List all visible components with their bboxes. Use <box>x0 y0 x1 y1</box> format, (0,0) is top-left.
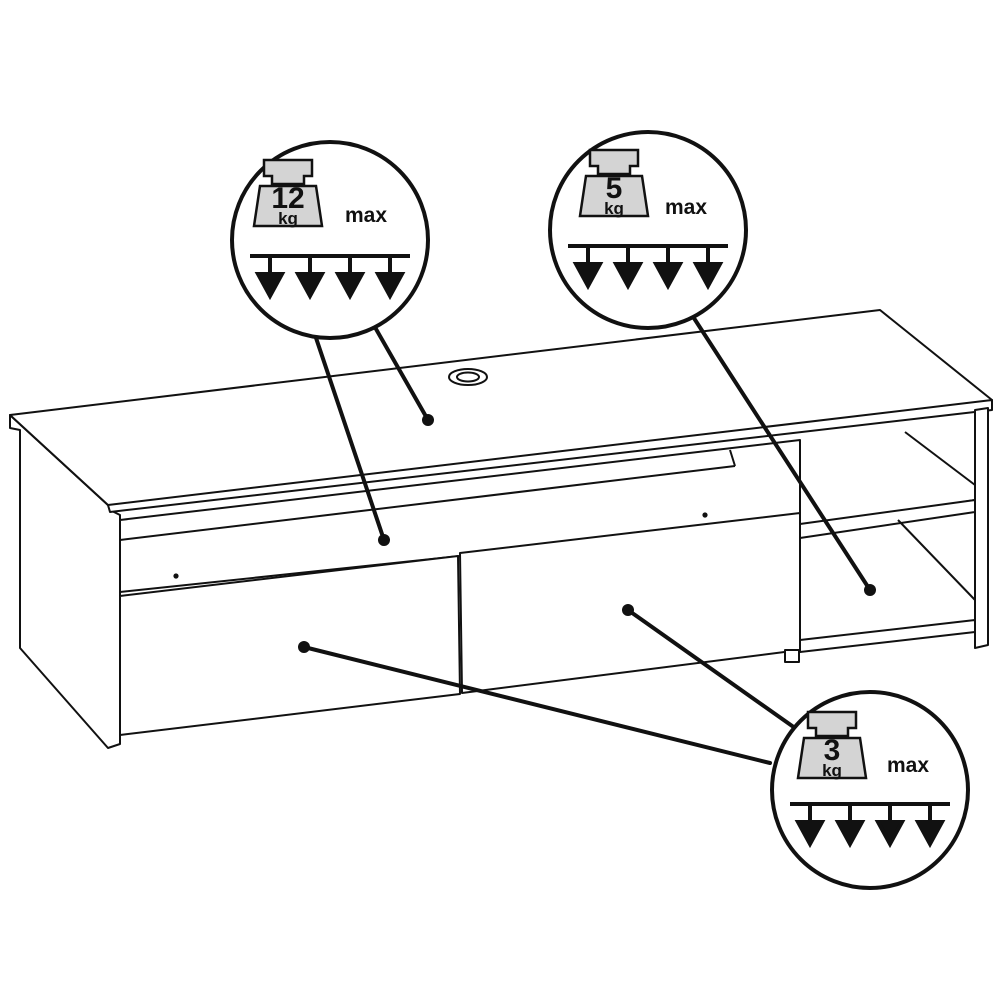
arrow-down-icon <box>874 804 906 849</box>
callout-circle <box>770 690 970 890</box>
upper-shelf-back <box>119 465 736 541</box>
anchor-dot <box>298 641 310 653</box>
max-label: max <box>665 196 707 219</box>
top-surface <box>9 309 993 506</box>
arrow-down-icon <box>652 246 684 291</box>
screw-hole <box>173 573 179 579</box>
upper-shelf-corner <box>729 449 736 467</box>
max-label: max <box>345 204 387 227</box>
leader-left-drawer <box>302 645 772 765</box>
arrow-down-icon <box>294 256 326 301</box>
arrow-down-icon <box>834 804 866 849</box>
arrow-down-icon <box>572 246 604 291</box>
arrow-down-icon <box>334 256 366 301</box>
weight-unit: kg <box>604 199 624 218</box>
load-arrows <box>568 244 728 291</box>
tv-unit <box>9 309 993 749</box>
arrow-down-icon <box>794 804 826 849</box>
leader-top-shelf <box>310 324 386 542</box>
arrow-down-icon <box>692 246 724 291</box>
leader-lines <box>302 310 872 765</box>
arrow-down-icon <box>914 804 946 849</box>
cable-grommet-inner <box>456 371 480 383</box>
callout-shelf: 5 kg max <box>548 130 748 330</box>
callout-circle <box>548 130 748 330</box>
max-label: max <box>887 754 929 777</box>
leader-right-drawer <box>626 608 797 730</box>
load-arrows <box>250 254 410 301</box>
arrow-down-icon <box>374 256 406 301</box>
anchor-dot <box>864 584 876 596</box>
weight-value: 12 <box>271 182 304 215</box>
compartment-inner-edge <box>904 431 976 486</box>
weight-unit: kg <box>278 209 298 228</box>
anchor-dot <box>422 414 434 426</box>
left-drawer-front <box>119 555 461 736</box>
weight-value: 3 <box>824 734 841 767</box>
callout-top: 12 kg max <box>230 140 430 340</box>
leader-compartment-shelf <box>688 310 872 592</box>
callout-drawers: 3 kg max <box>770 690 970 890</box>
weight-icon: 3 kg <box>796 710 868 780</box>
anchor-dot <box>378 534 390 546</box>
weight-icon: 12 kg <box>252 158 324 228</box>
leader-dots <box>298 414 876 653</box>
leader-top-surface <box>370 320 430 422</box>
anchor-dot <box>622 604 634 616</box>
weight-value: 5 <box>606 172 623 205</box>
weight-unit: kg <box>822 761 842 780</box>
drawer-foot <box>784 649 800 663</box>
arrow-down-icon <box>612 246 644 291</box>
callout-circle <box>230 140 430 340</box>
weight-icon: 5 kg <box>578 148 650 218</box>
load-arrows <box>790 802 950 849</box>
right-side-panel <box>974 407 989 649</box>
arrow-down-icon <box>254 256 286 301</box>
compartment-inner-edge-lower <box>897 519 976 601</box>
screw-hole <box>702 512 708 518</box>
